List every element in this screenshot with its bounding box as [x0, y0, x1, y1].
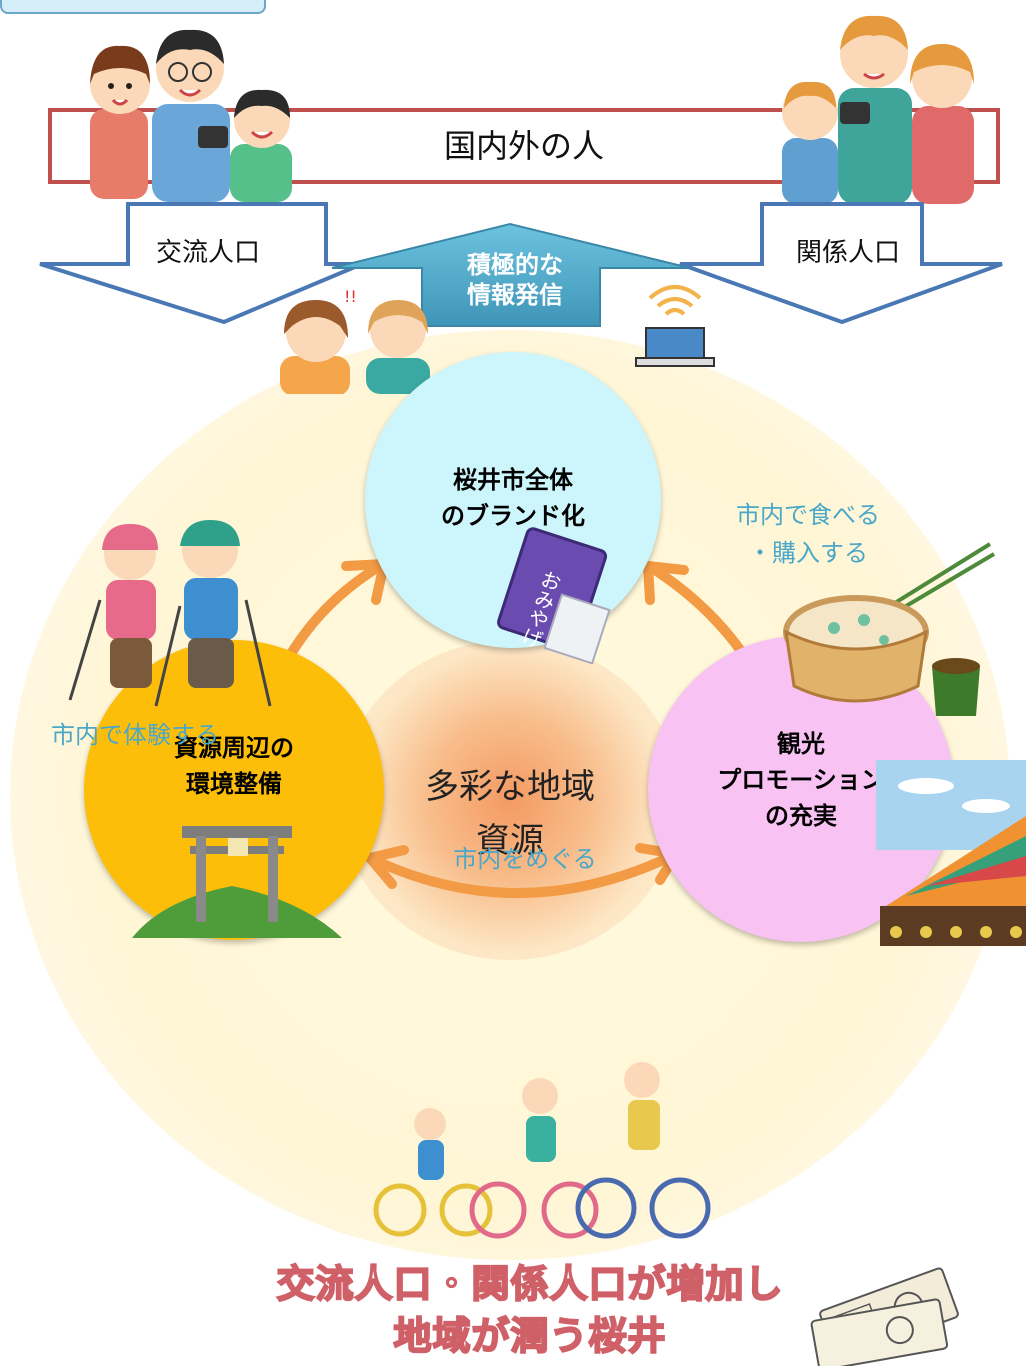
bottom-message: 交流人口・関係人口が増加し 地域が潤う桜井: [180, 1258, 880, 1362]
info-up-arrow: [331, 222, 691, 327]
center-resources: 多彩な地域 資源: [360, 760, 660, 868]
info-arrow-line2: 情報発信: [467, 281, 563, 309]
hikers-illustration: [68, 520, 272, 707]
info-arrow-line1: 積極的な: [467, 251, 563, 279]
environment-line1: 資源周辺の: [174, 734, 294, 762]
label-tour: 市内をめぐる: [453, 845, 597, 873]
label-experience: 市内で体験する: [51, 721, 219, 749]
right-down-arrow: [679, 202, 1003, 325]
omiyage-box-illustration: おみやげ: [497, 527, 611, 664]
label-eat-buy: 市内で食べる ・購入する: [728, 496, 888, 572]
family-left-illustration: [90, 29, 292, 202]
corner-tab: [0, 0, 266, 14]
environment-line2: 環境整備: [186, 770, 282, 798]
right-arrow-label: 関係人口: [795, 238, 900, 268]
center-glow: [340, 640, 680, 960]
family-right-illustration: [782, 15, 974, 204]
laptop-wifi-illustration: [635, 285, 715, 367]
eat-line1: 市内で食べる: [736, 501, 880, 529]
festival-illustration: [876, 760, 1026, 946]
branding-line2: のブランド化: [441, 502, 585, 530]
left-down-arrow: [39, 202, 363, 325]
promotion-line3: の充実: [765, 802, 837, 830]
bottom-message-line1: 交流人口・関係人口が増加し: [275, 1261, 784, 1307]
left-arrow-label: 交流人口: [155, 238, 260, 268]
cycling-family-illustration: [373, 1062, 711, 1239]
top-banner-label: 国内外の人: [443, 127, 604, 165]
svg-text:!!: !!: [344, 287, 357, 306]
money-illustration: [810, 1267, 959, 1366]
talking-women-illustration: !!: [280, 287, 430, 394]
somen-tub-illustration: [783, 542, 996, 716]
eat-line2: ・購入する: [748, 539, 868, 567]
promotion-line2: プロモーション: [717, 766, 885, 794]
bottom-message-line2: 地域が潤う桜井: [392, 1313, 667, 1359]
branding-line1: 桜井市全体: [453, 466, 573, 494]
promotion-line1: 観光: [777, 730, 825, 758]
center-line2: 資源: [476, 821, 544, 861]
torii-mound-illustration: [132, 826, 342, 938]
center-line1: 多彩な地域: [425, 767, 595, 807]
info-arrow-label: 積極的な 情報発信: [430, 250, 600, 310]
